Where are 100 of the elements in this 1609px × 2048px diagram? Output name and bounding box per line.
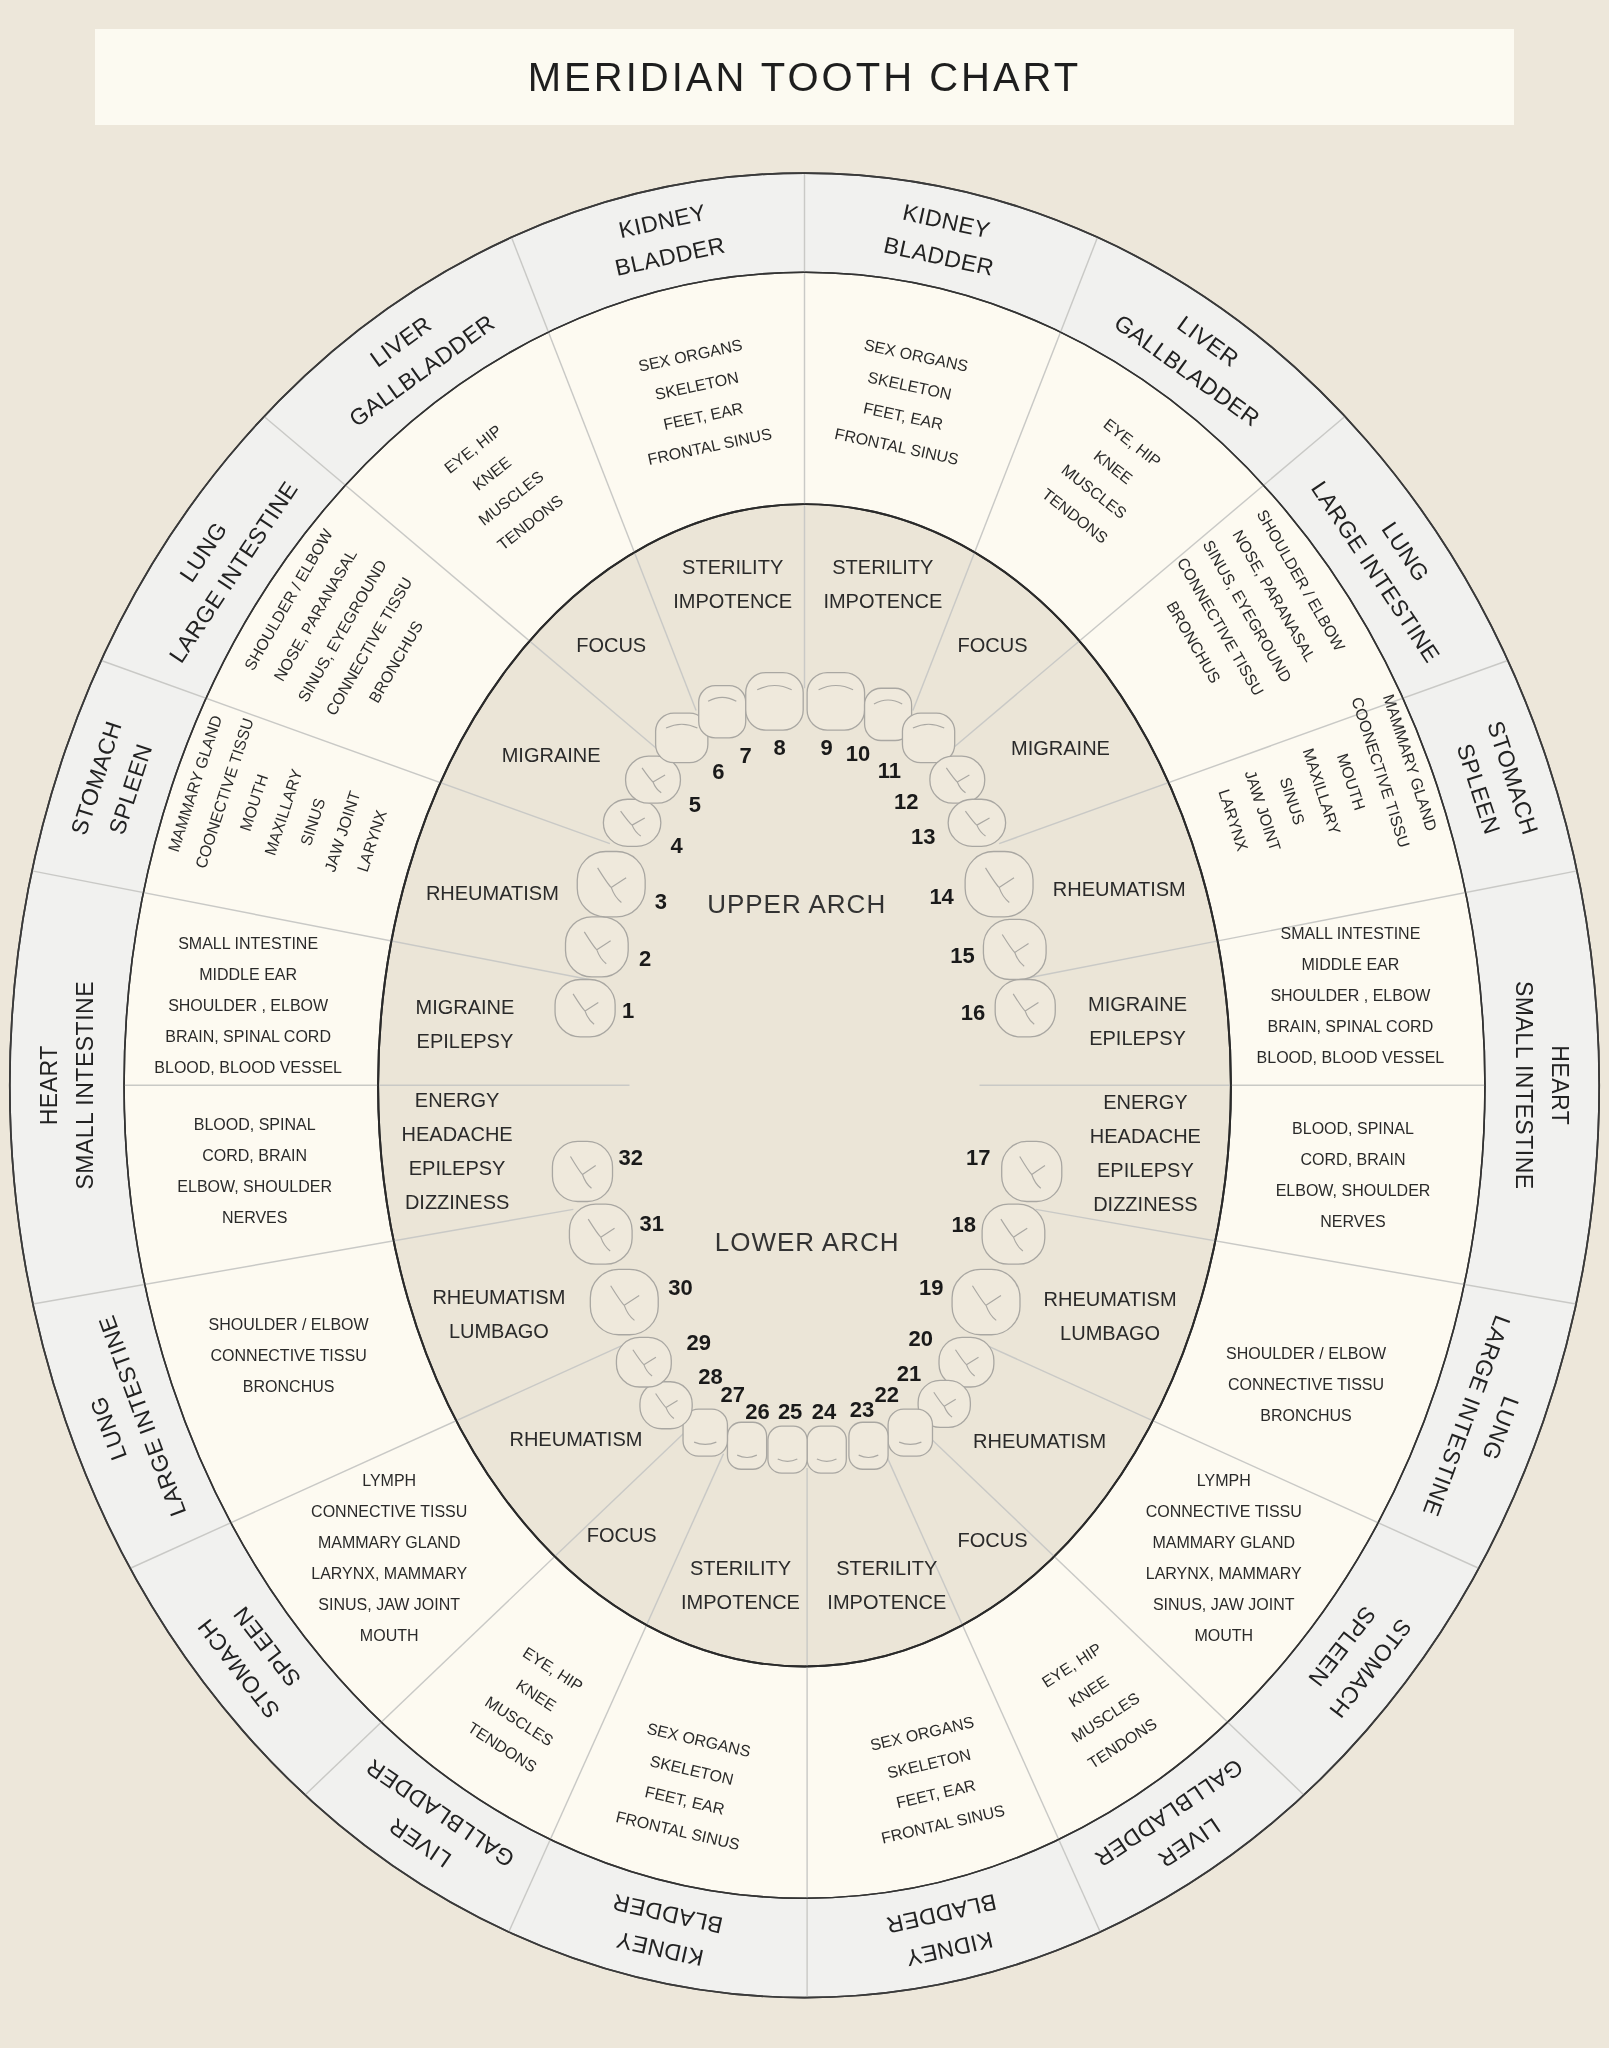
organ-label: SHOULDER / ELBOW: [208, 1315, 369, 1336]
organ-label: SHOULDER / ELBOW: [1226, 1343, 1386, 1364]
title: MERIDIAN TOOTH CHART: [527, 54, 1082, 100]
symptom-label: EPILEPSY: [1089, 1026, 1186, 1052]
symptom-label: FOCUS: [957, 633, 1028, 659]
tooth-number: 23: [849, 1397, 875, 1424]
tooth-number: 1: [622, 997, 635, 1024]
symptom-label: IMPOTENCE: [681, 1590, 800, 1616]
symptom-label: MIGRAINE: [1088, 992, 1187, 1018]
organ-label: BLOOD, BLOOD VESSEL: [1256, 1047, 1445, 1068]
organ-label: SINUS: [297, 796, 329, 848]
organ-label: LARYNX, MAMMARY: [1145, 1564, 1302, 1585]
symptom-label: RHEUMATISM: [1052, 877, 1186, 903]
organ-label: FEET, EAR: [661, 399, 745, 433]
symptom-label: LUMBAGO: [1060, 1321, 1161, 1347]
tooth-number: 7: [739, 743, 752, 770]
organ-label: BRONCHUS: [242, 1377, 335, 1398]
tooth-number: 24: [811, 1398, 837, 1425]
tooth-number: 8: [773, 735, 786, 762]
tooth-number: 15: [950, 943, 975, 969]
organ-label: ELBOW, SHOULDER: [177, 1177, 332, 1198]
tooth-number: 20: [908, 1325, 933, 1352]
tooth-number: 29: [686, 1329, 711, 1356]
tooth-number: 5: [688, 791, 701, 818]
organ-label: CONNECTIVE TISSU: [311, 1502, 468, 1523]
tooth-number: 3: [654, 889, 667, 916]
organ-label: SMALL INTESTINE: [178, 934, 319, 955]
organ-label: MIDDLE EAR: [1301, 954, 1400, 975]
organ-label: CORD, BRAIN: [1300, 1150, 1406, 1171]
organ-label: BRONCHUS: [1260, 1405, 1352, 1426]
symptom-label: STERILITY: [836, 1556, 938, 1582]
organ-label: CORD, BRAIN: [202, 1146, 308, 1167]
symptom-label: HEADACHE: [1089, 1124, 1201, 1150]
organ-label: BRAIN, SPINAL CORD: [165, 1027, 331, 1048]
symptom-label: RHEUMATISM: [509, 1427, 643, 1453]
symptom-label: STERILITY: [682, 554, 784, 580]
tooth-number: 28: [698, 1363, 723, 1389]
tooth-number: 10: [845, 740, 871, 767]
symptom-label: DIZZINESS: [404, 1189, 510, 1215]
tooth-number: 2: [639, 945, 652, 972]
tooth-number: 17: [965, 1145, 991, 1172]
organ-label: LARYNX, MAMMARY: [311, 1564, 468, 1585]
organ-label: BLOOD, BLOOD VESSEL: [154, 1058, 342, 1079]
symptom-label: IMPOTENCE: [827, 1590, 947, 1616]
tooth-number: 14: [929, 884, 954, 911]
symptom-label: HEADACHE: [401, 1121, 513, 1147]
symptom-label: RHEUMATISM: [425, 881, 559, 907]
organ-label: CONNECTIVE TISSU: [210, 1346, 367, 1367]
tooth-number: 4: [670, 833, 683, 860]
symptom-label: EPILEPSY: [416, 1028, 514, 1054]
organ-label: MOUTH: [359, 1626, 419, 1647]
organ-label: NERVES: [221, 1208, 288, 1229]
tooth-number: 22: [874, 1381, 899, 1408]
symptom-label: EPILEPSY: [408, 1155, 506, 1181]
tooth-number: 25: [777, 1398, 803, 1425]
symptom-label: FOCUS: [586, 1522, 657, 1548]
organ-label: SINUS, JAW JOINT: [1152, 1595, 1295, 1616]
tooth-number: 26: [745, 1398, 770, 1425]
symptom-label: ENERGY: [1103, 1090, 1188, 1116]
symptom-label: RHEUMATISM: [1043, 1287, 1177, 1313]
organ-label: SHOULDER , ELBOW: [1270, 985, 1431, 1006]
symptom-label: MIGRAINE: [415, 994, 515, 1020]
organ-label: LYMPH: [1196, 1471, 1251, 1492]
tooth-number: 13: [911, 824, 936, 851]
tooth-number: 19: [918, 1274, 944, 1301]
symptom-label: RHEUMATISM: [973, 1428, 1107, 1454]
arch-label: UPPER ARCH: [707, 888, 887, 920]
tooth-number: 12: [894, 788, 919, 815]
organ-label: NERVES: [1320, 1212, 1386, 1233]
tooth-number: 9: [820, 735, 833, 762]
symptom-label: DIZZINESS: [1093, 1192, 1198, 1218]
organ-label: FEET, EAR: [861, 399, 945, 433]
symptom-label: MIGRAINE: [501, 742, 601, 768]
tooth-number: 11: [877, 757, 901, 784]
symptom-label: RHEUMATISM: [432, 1284, 566, 1310]
tooth-number: 30: [668, 1274, 693, 1301]
organ-label: CONNECTIVE TISSU: [1145, 1502, 1302, 1523]
organ-label: FEET, EAR: [643, 1783, 727, 1818]
tooth-number: 21: [896, 1360, 922, 1387]
organ-label: ELBOW, SHOULDER: [1275, 1181, 1431, 1202]
organ-label: SMALL INTESTINE: [1280, 923, 1421, 944]
symptom-label: FOCUS: [957, 1527, 1028, 1553]
organ-label: SHOULDER , ELBOW: [168, 996, 329, 1017]
organ-label: MOUTH: [1194, 1626, 1254, 1647]
tooth-number: 32: [618, 1145, 644, 1172]
symptom-label: IMPOTENCE: [673, 588, 793, 614]
organ-label: MAMMARY GLAND: [1152, 1533, 1295, 1554]
meridian-label: SMALL INTESTINE: [1510, 981, 1539, 1190]
organ-label: LYMPH: [362, 1471, 417, 1492]
organ-label: BLOOD, SPINAL: [193, 1115, 316, 1136]
arch-label: LOWER ARCH: [714, 1226, 900, 1258]
organ-label: CONNECTIVE TISSU: [1227, 1374, 1385, 1395]
organ-label: BLOOD, SPINAL: [1292, 1119, 1414, 1140]
symptom-label: STERILITY: [832, 554, 934, 580]
tooth-number: 6: [712, 758, 725, 785]
symptom-label: MIGRAINE: [1011, 736, 1110, 762]
tooth-number: 18: [951, 1212, 977, 1239]
organ-label: MIDDLE EAR: [199, 965, 298, 986]
symptom-label: FOCUS: [576, 633, 647, 659]
organ-label: SINUS, JAW JOINT: [318, 1595, 460, 1616]
